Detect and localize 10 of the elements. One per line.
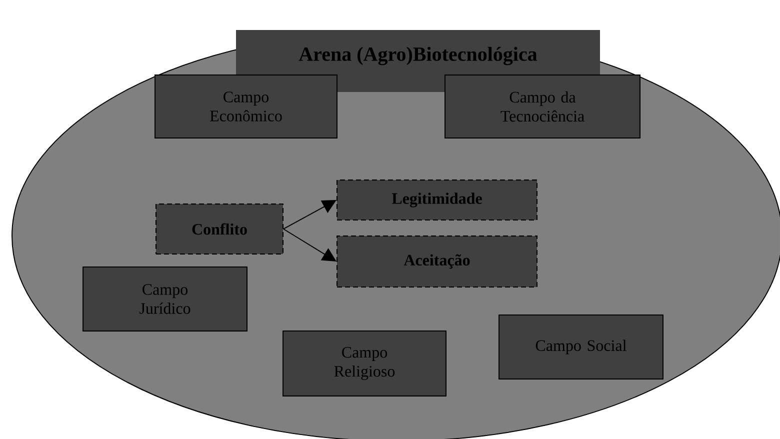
field-box: Campo Jurídico bbox=[82, 266, 248, 332]
conflict-box: Conflito bbox=[156, 204, 284, 254]
field-box: Campo da Tecnociência bbox=[444, 74, 640, 138]
field-box: Campo Religioso bbox=[282, 330, 446, 396]
field-box: Campo Social bbox=[498, 314, 664, 380]
field-box: Campo Econômico bbox=[154, 74, 338, 138]
arrow bbox=[283, 228, 336, 262]
conflict-box: Aceitação bbox=[336, 236, 538, 288]
conflict-box: Legitimidade bbox=[336, 180, 538, 220]
arrow bbox=[283, 200, 336, 230]
